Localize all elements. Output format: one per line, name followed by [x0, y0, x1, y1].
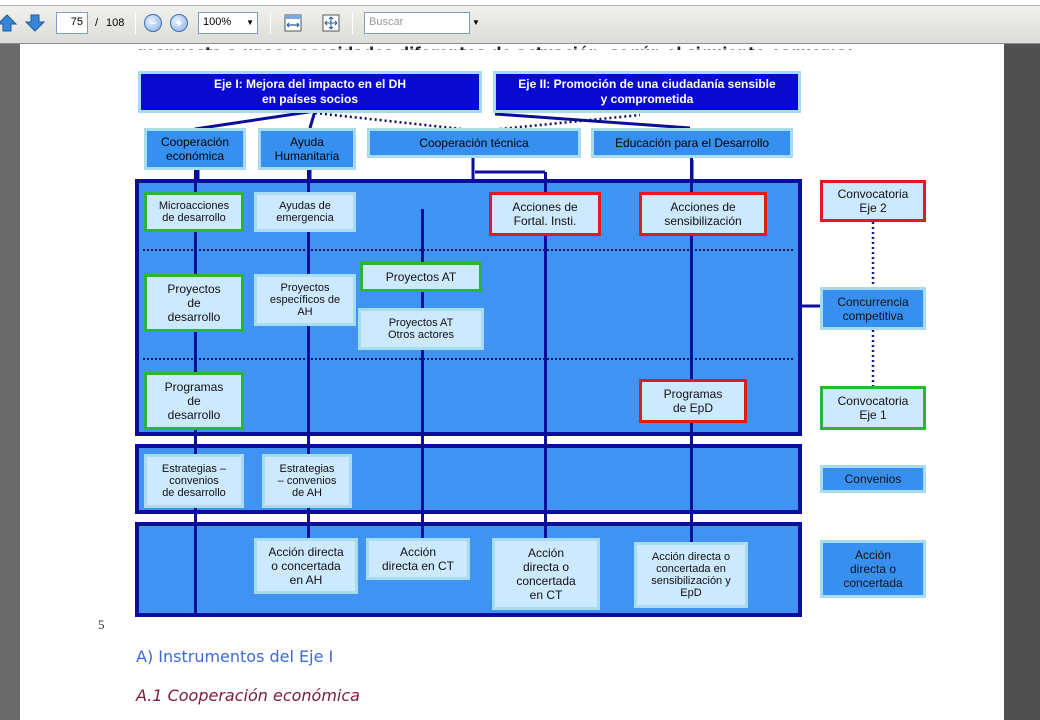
box-label: Acciones de sensibilización: [664, 200, 742, 228]
fit-page-icon[interactable]: [320, 12, 342, 34]
category-cooperacion-tecnica: Cooperación técnica: [367, 128, 581, 158]
category-label: Cooperación económica: [160, 135, 230, 163]
box-proyectos-at-otros: Proyectos AT Otros actores: [358, 308, 484, 350]
search-input[interactable]: Buscar: [364, 12, 470, 34]
category-ayuda-humanitaria: Ayuda Humanitaria: [258, 128, 356, 170]
box-label: Concurrencia competitiva: [837, 294, 909, 323]
box-label: Acción directa o concertada en sensibili…: [651, 551, 731, 599]
box-accion-ct2: Acción directa o concertada en CT: [492, 538, 600, 610]
search-options-chevron-icon[interactable]: ▼: [472, 18, 480, 27]
dotted-divider: [143, 249, 793, 251]
zoom-select[interactable]: 100% ▼: [198, 12, 258, 34]
category-educacion-desarrollo: Educación para el Desarrollo: [591, 128, 793, 158]
category-label: Cooperación técnica: [419, 136, 529, 150]
box-accion-ah: Acción directa o concertada en AH: [254, 538, 358, 594]
box-label: Convocatoria Eje 2: [837, 187, 909, 215]
box-label: Microacciones de desarrollo: [158, 200, 230, 224]
page-number-input[interactable]: 75: [56, 12, 88, 34]
box-label: Proyectos de desarrollo: [167, 282, 221, 324]
box-acciones-sensibilizacion: Acciones de sensibilización: [639, 192, 767, 236]
box-label: Proyectos AT Otros actores: [387, 317, 455, 341]
zoom-value: 100%: [203, 16, 232, 28]
chevron-down-icon: ▼: [246, 18, 254, 27]
box-label: Proyectos AT: [385, 270, 457, 284]
box-programas-epd: Programas de EpD: [639, 379, 747, 423]
box-label: Acciones de Fortal. Insti.: [512, 200, 578, 228]
toolbar: 75 / 108 − + 100% ▼ Buscar ▼: [0, 0, 1040, 44]
page-separator: /: [95, 17, 99, 29]
box-label: Estrategias – convenios de AH: [277, 463, 337, 499]
box-label: Acción directa en CT: [381, 545, 455, 573]
arrow-up-icon[interactable]: [0, 12, 18, 34]
connector-coop-tecnica-a: [421, 209, 424, 542]
page-number: 5: [98, 617, 105, 632]
category-label: Ayuda Humanitaria: [274, 135, 340, 163]
box-acciones-fortal: Acciones de Fortal. Insti.: [489, 192, 601, 236]
toolbar-separator: [135, 12, 136, 34]
box-estrategias-ah: Estrategias – convenios de AH: [262, 454, 352, 508]
box-accion-directa-concertada: Acción directa o concertada: [820, 540, 926, 598]
section-heading-a1: A.1 Cooperación económica: [136, 686, 360, 705]
cut-off-text-line: respuesta a unas necesidades diferentes …: [138, 44, 918, 50]
viewer-background-left: [0, 44, 20, 720]
box-label: Acción directa o concertada en AH: [268, 545, 344, 587]
menu-strip-edge: [0, 0, 1040, 6]
box-estrategias-desarrollo: Estrategias – convenios de desarrollo: [144, 454, 244, 508]
connector-coop-tecnica-b: [544, 172, 547, 544]
box-proyectos-desarrollo: Proyectos de desarrollo: [144, 274, 244, 332]
page-total: 108: [106, 17, 125, 29]
toolbar-separator: [270, 12, 271, 34]
eje2-header: Eje II: Promoción de una ciudadanía sens…: [493, 71, 801, 113]
box-label: Programas de EpD: [663, 387, 723, 415]
zoom-out-icon[interactable]: −: [144, 14, 162, 32]
eje1-header: Eje I: Mejora del impacto en el DH en pa…: [138, 71, 482, 113]
box-convocatoria-eje1: Convocatoria Eje 1: [820, 386, 926, 430]
box-microacciones: Microacciones de desarrollo: [144, 192, 244, 232]
fit-width-icon[interactable]: [282, 12, 304, 34]
connector-educacion: [690, 158, 693, 546]
category-cooperacion-economica: Cooperación económica: [144, 128, 246, 170]
box-label: Acción directa o concertada: [843, 548, 903, 590]
arrow-down-icon[interactable]: [24, 12, 46, 34]
box-label: Estrategias – convenios de desarrollo: [161, 463, 227, 499]
box-label: Ayudas de emergencia: [276, 200, 334, 224]
box-proyectos-at: Proyectos AT: [360, 262, 482, 292]
connector-ayuda-humanitaria: [307, 170, 310, 542]
box-accion-ct1: Acción directa en CT: [366, 538, 470, 580]
dotted-divider: [143, 358, 793, 360]
box-proyectos-ah: Proyectos específicos de AH: [254, 274, 356, 326]
box-concurrencia-competitiva: Concurrencia competitiva: [820, 287, 926, 330]
document-page: respuesta a unas necesidades diferentes …: [20, 44, 1004, 720]
eje1-label: Eje I: Mejora del impacto en el DH en pa…: [213, 77, 407, 106]
box-convenios: Convenios: [820, 465, 926, 493]
box-programas-desarrollo: Programas de desarrollo: [144, 372, 244, 430]
box-label: Acción directa o concertada en CT: [516, 546, 576, 602]
zoom-in-icon[interactable]: +: [170, 14, 188, 32]
category-label: Educación para el Desarrollo: [614, 136, 770, 150]
box-ayudas-emergencia: Ayudas de emergencia: [254, 192, 356, 232]
box-accion-sensibilizacion: Acción directa o concertada en sensibili…: [634, 542, 748, 608]
eje2-label: Eje II: Promoción de una ciudadanía sens…: [518, 77, 776, 106]
box-label: Convocatoria Eje 1: [837, 394, 909, 422]
box-label: Proyectos específicos de AH: [269, 282, 341, 318]
toolbar-separator: [352, 12, 353, 34]
box-label: Programas de desarrollo: [164, 380, 224, 422]
box-label: Convenios: [844, 472, 902, 486]
section-heading-a: A) Instrumentos del Eje I: [136, 647, 334, 666]
viewer-background-right: [1004, 44, 1040, 720]
box-convocatoria-eje2: Convocatoria Eje 2: [820, 180, 926, 222]
